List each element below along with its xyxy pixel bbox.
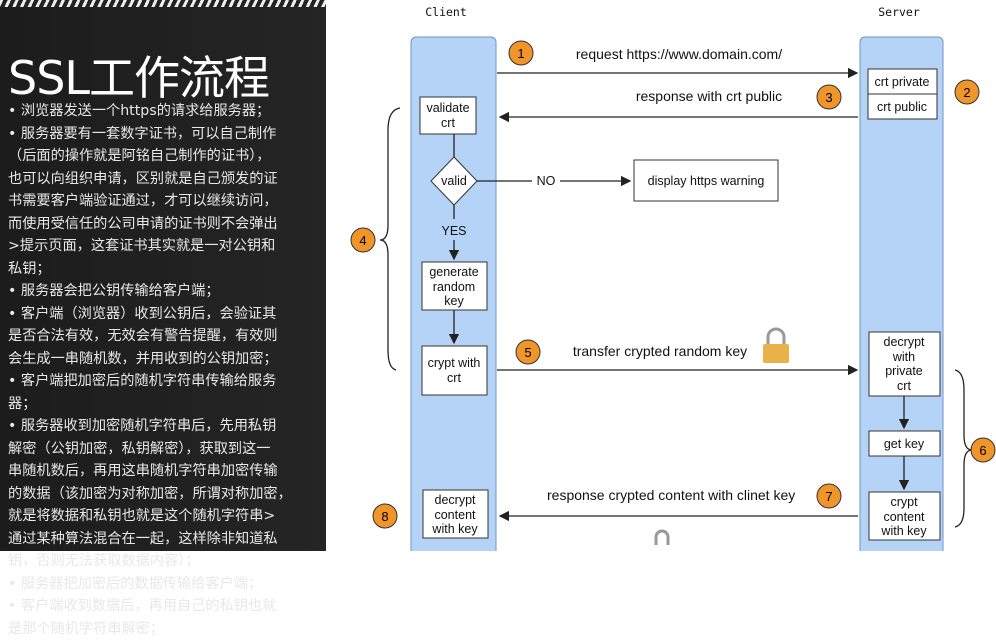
slide-text-line: • 客户端把加密后的随机字符串传输给服务	[8, 370, 324, 393]
slide-text-line: 是否合法有效，无效会有警告提醒，有效则	[8, 325, 324, 348]
slide-text-line: • 服务器收到加密随机字符串后，先用私钥	[8, 415, 324, 438]
decorative-stripes	[0, 0, 326, 7]
slide-text-line: • 浏览器发送一个https的请求给服务器；	[8, 100, 324, 123]
slide-body: • 浏览器发送一个https的请求给服务器；• 服务器要有一套数字证书，可以自己…	[8, 100, 324, 640]
transfer-key-message: transfer crypted random key	[540, 344, 780, 359]
slide-text-line: 串随机数后，再用这串随机字符串加密传输	[8, 460, 324, 483]
slide-text-line: • 客户端（浏览器）收到公钥后，会验证其	[8, 303, 324, 326]
response-content-message: response crypted content with clinet key	[547, 488, 787, 503]
get-key-label: get key	[784, 437, 996, 452]
lock-icon	[656, 531, 668, 545]
slide-text-line: • 客户端收到数据后，再用自己的私钥也就	[8, 595, 324, 618]
slide-text-line: 就是将数据和私钥也就是这个随机字符串>	[8, 505, 324, 528]
slide-text-line: 是那个随机字符串解密；	[8, 618, 324, 640]
slide-text-line: 的数据（该加密为对称加密，所谓对称加密，	[8, 483, 324, 506]
slide-title: SSL工作流程	[8, 42, 269, 108]
decrypt-private-label: decrypt with private crt	[784, 335, 996, 393]
validate-crt-label: validate crt	[328, 101, 568, 130]
slide-text-line: 器；	[8, 393, 324, 416]
slide-text-line: （后面的操作就是阿铭自己制作的证书），	[8, 145, 324, 168]
slide-text-line: • 服务器要有一套数字证书，可以自己制作	[8, 123, 324, 146]
crypt-with-crt-label: crypt with crt	[334, 356, 574, 385]
crt-private-label: crt private	[782, 75, 996, 90]
step-number: 1	[517, 46, 524, 61]
crypt-content-label: crypt content with key	[784, 495, 996, 539]
client-lane-label: Client	[326, 5, 566, 20]
slide-text-line: • 服务器把加密后的数据传输给客户端；	[8, 573, 324, 596]
slide-text-line: 会生成一串随机数，并用收到的公钥加密；	[8, 348, 324, 371]
slide-text-panel: SSL工作流程 • 浏览器发送一个https的请求给服务器；• 服务器要有一套数…	[0, 0, 326, 551]
brace-4	[380, 108, 400, 370]
slide-text-line: 钥，否则无法获取数据内容）；	[8, 550, 324, 573]
request-message: request https://www.domain.com/	[559, 47, 799, 62]
response-crt-message: response with crt public	[589, 89, 829, 104]
slide-text-line: 私钥；	[8, 258, 324, 281]
warning-label: display https warning	[586, 174, 826, 189]
server-lane-label: Server	[779, 5, 996, 20]
yes-label: YES	[334, 224, 574, 239]
slide-text-line: • 服务器会把公钥传输给客户端；	[8, 280, 324, 303]
slide-text-line: >提示页面，这套证书其实就是一对公钥和	[8, 235, 324, 258]
slide-text-line: 书需要客户端验证通过，才可以继续访问，	[8, 190, 324, 213]
slide-text-line: 也可以向组织申请，区别就是自己颁发的证	[8, 168, 324, 191]
slide-text-line: 而使用受信任的公司申请的证书则不会弹出	[8, 213, 324, 236]
slide-text-line: 通过某种算法混合在一起，这样除非知道私	[8, 528, 324, 551]
generate-key-label: generate random key	[334, 265, 574, 309]
slide-text-line: 解密（公钥加密，私钥解密），获取到这一	[8, 438, 324, 461]
decrypt-content-label: decrypt content with key	[335, 493, 575, 537]
